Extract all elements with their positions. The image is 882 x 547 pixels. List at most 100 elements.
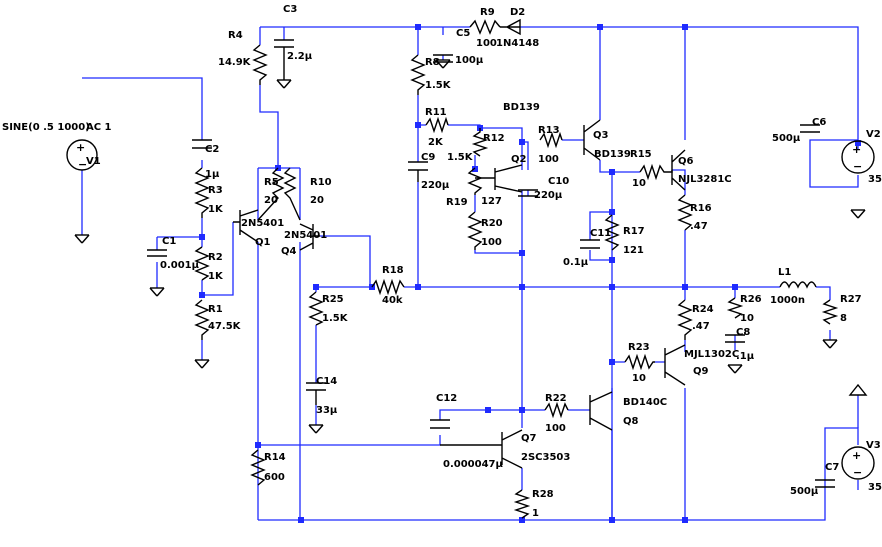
components-r4-ref-label: R4 [228, 30, 243, 41]
r19-resistor [467, 167, 483, 195]
components-c12-ref-label: C12 [436, 393, 457, 404]
components-q4-model-label: 2N5401 [284, 230, 327, 241]
r15-resistor [639, 163, 673, 181]
c9-capacitor [408, 161, 428, 182]
components-q8-model-label: BD140C [623, 397, 667, 408]
components-r20-ref-label: R20 [481, 218, 503, 229]
components-c10-ref-label: C10 [548, 176, 569, 187]
components-c8-value-label: .1µ [736, 351, 755, 362]
c2-capacitor [192, 139, 212, 149]
components-c3-value-label: 2.2µ [287, 51, 313, 62]
components-r18-ref-label: R18 [382, 265, 404, 276]
components-d2-value-label: 1N4148 [496, 38, 539, 49]
components-r24-value-label: .47 [692, 321, 710, 332]
components-source_ac-label-label: SINE(0 .5 1000) [2, 122, 90, 133]
r9-resistor [469, 19, 501, 35]
c1-capacitor [147, 249, 167, 257]
components-r15-value-label: 10 [632, 178, 646, 189]
labels: C3 2.2µ R4 14.9K R9 100 D2 1N4148 C5 100… [2, 4, 882, 519]
svg-text:+: + [852, 143, 861, 156]
components-l1-value-label: 1000n [770, 295, 805, 306]
svg-text:−: − [853, 466, 862, 479]
components: +− +− +− [66, 18, 875, 519]
components-r16-ref-label: R16 [690, 203, 712, 214]
components-c8-ref-label: C8 [736, 327, 750, 338]
r2-resistor [194, 246, 210, 281]
components-r5-value-label: 20 [264, 195, 278, 206]
components-r9-ref-label: R9 [480, 7, 495, 18]
q2-transistor [475, 164, 523, 193]
r24-resistor [677, 299, 693, 340]
components-r19-value-label: 127 [481, 196, 502, 207]
components-r28-value-label: 1 [532, 508, 539, 519]
c6-capacitor [800, 124, 820, 133]
components-c12-value-label: 0.000047µ [443, 459, 504, 470]
q7-transistor [440, 429, 523, 469]
components-l1-ref-label: L1 [778, 267, 791, 278]
r10-resistor [283, 167, 301, 221]
components-v3-value-label: 35 [868, 482, 882, 493]
r22-resistor [544, 401, 569, 419]
components-c9-value-label: 220µ [421, 180, 450, 191]
components-c2-ref-label: C2 [205, 144, 219, 155]
components-q1-ref-label: Q1 [255, 237, 271, 248]
components-r4-value-label: 14.9K [218, 57, 252, 68]
components-q1-model-label: 2N5401 [241, 218, 284, 229]
components-r11-value-label: 2K [428, 137, 444, 148]
components-r20-value-label: 100 [481, 237, 502, 248]
q1-transistor [233, 209, 259, 243]
components-r3-ref-label: R3 [208, 185, 223, 196]
components-r22-value-label: 100 [545, 423, 566, 434]
components-r16-value-label: .47 [690, 221, 708, 232]
components-r22-ref-label: R22 [545, 393, 567, 404]
components-c3-ref-label: C3 [283, 4, 297, 15]
components-r1-value-label: 47.5K [208, 321, 242, 332]
components-source_ac-ac-label: AC 1 [86, 122, 112, 133]
components-r12-ref-label: R12 [483, 133, 505, 144]
components-r14-value-label: 600 [264, 472, 285, 483]
l1-inductor [779, 281, 817, 289]
wires [81, 26, 859, 521]
components-c11-value-label: 0.1µ [563, 257, 589, 268]
components-r17-value-label: 121 [623, 245, 644, 256]
svg-text:+: + [76, 141, 85, 154]
components-c7-value-label: 500µ [790, 486, 819, 497]
r20-resistor [467, 211, 483, 250]
components-r10-ref-label: R10 [310, 177, 332, 188]
components-c1-ref-label: C1 [162, 236, 176, 247]
components-c10-value-label: 220µ [534, 190, 563, 201]
components-r27-ref-label: R27 [840, 294, 862, 305]
components-q2-ref-label: Q2 [511, 154, 527, 165]
c7-capacitor [815, 479, 835, 488]
components-c11-ref-label: C11 [590, 228, 611, 239]
r3-resistor [194, 167, 210, 218]
c3-capacitor [274, 39, 294, 80]
r26-resistor [726, 297, 744, 319]
components-r18-value-label: 40k [382, 295, 403, 306]
svg-text:−: − [853, 160, 862, 173]
r25-resistor [308, 291, 324, 326]
components-q7-ref-label: Q7 [521, 433, 537, 444]
components-r8-ref-label: R8 [425, 57, 440, 68]
components-q3-model-label: BD139 [594, 149, 631, 160]
r18-resistor [371, 278, 405, 296]
components-q8-ref-label: Q8 [623, 416, 639, 427]
components-c14-ref-label: C14 [316, 376, 337, 387]
components-c6-value-label: 500µ [772, 133, 801, 144]
junction-dots [199, 24, 861, 523]
components-source_ac-ref-label: V1 [86, 156, 101, 167]
r5-resistor [257, 167, 285, 221]
components-r25-value-label: 1.5K [322, 313, 349, 324]
c12-capacitor [430, 419, 450, 429]
components-r12-value-label: 1.5K [447, 152, 474, 163]
components-r3-value-label: 1K [208, 204, 224, 215]
components-r15-ref-label: R15 [630, 149, 652, 160]
r13-resistor [539, 131, 563, 149]
components-c1-value-label: 0.001µ [160, 260, 200, 271]
v1-source [66, 139, 98, 171]
r23-resistor [624, 353, 655, 371]
c10-capacitor [518, 189, 538, 197]
r16-resistor [677, 194, 693, 231]
q6-transistor [671, 149, 686, 191]
